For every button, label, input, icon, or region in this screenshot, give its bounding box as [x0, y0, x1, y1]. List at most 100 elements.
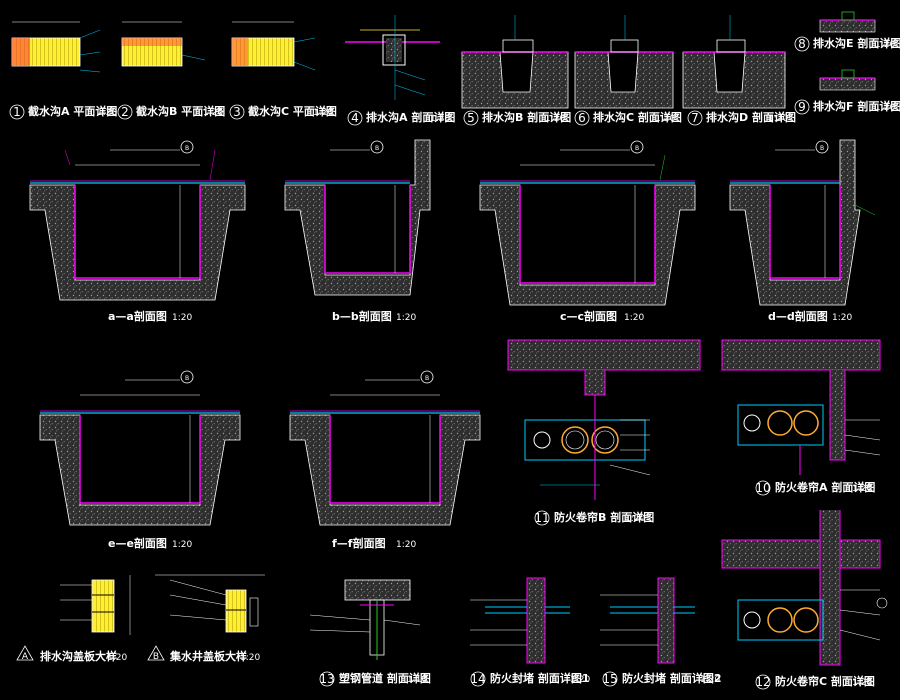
detail-4-section	[345, 15, 440, 100]
svg-text:4: 4	[351, 111, 359, 125]
svg-text:1:20: 1:20	[570, 675, 590, 685]
svg-text:1:20: 1:20	[396, 540, 416, 550]
svg-text:3: 3	[233, 105, 241, 119]
detail-label-1: 1 截水沟A 平面详图 1:20	[9, 104, 117, 120]
svg-text:集水井盖板大样: 集水井盖板大样	[169, 649, 247, 663]
svg-text:1:20: 1:20	[625, 514, 645, 524]
svg-text:B: B	[635, 145, 639, 152]
detail-label-10: 10 防火卷帘A 剖面详图 1:20	[755, 480, 875, 496]
detail-8-section	[819, 11, 876, 33]
svg-text:6: 6	[578, 111, 586, 125]
detail-14-section	[470, 577, 570, 664]
svg-text:15: 15	[602, 672, 617, 686]
svg-text:2: 2	[121, 105, 129, 119]
svg-text:1:20: 1:20	[107, 653, 127, 663]
svg-text:截水沟B 平面详图: 截水沟B 平面详图	[136, 104, 225, 118]
svg-text:防火封堵 剖面详图1: 防火封堵 剖面详图1	[490, 671, 589, 685]
svg-text:e—e剖面图: e—e剖面图	[108, 536, 167, 550]
detail-label-12: 12 防火卷帘C 剖面详图 1:20	[755, 674, 875, 690]
pit-label-a: a—a剖面图 1:20	[108, 309, 192, 323]
svg-text:f—f剖面图: f—f剖面图	[332, 536, 386, 550]
detail-15-section	[600, 577, 695, 664]
svg-text:防火卷帘C 剖面详图: 防火卷帘C 剖面详图	[775, 674, 875, 688]
svg-text:B: B	[153, 652, 159, 662]
pit-section-f: B	[289, 370, 481, 526]
svg-text:排水沟F 剖面详图: 排水沟F 剖面详图	[813, 99, 900, 113]
svg-text:b—b剖面图: b—b剖面图	[332, 309, 392, 323]
svg-text:14: 14	[470, 672, 485, 686]
svg-text:防火卷帘B 剖面详图: 防火卷帘B 剖面详图	[554, 510, 654, 524]
svg-text:1: 1	[13, 105, 21, 119]
svg-text:5: 5	[467, 111, 475, 125]
svg-text:B: B	[185, 145, 189, 152]
svg-text:10: 10	[755, 481, 770, 495]
svg-text:1:20: 1:20	[97, 108, 117, 118]
svg-text:1:20: 1:20	[430, 114, 450, 124]
svg-text:B: B	[820, 145, 824, 152]
detail-label-4: 4 排水沟A 剖面详图 1:20	[347, 110, 455, 126]
svg-text:1:20: 1:20	[240, 653, 260, 663]
svg-text:13: 13	[319, 672, 334, 686]
svg-text:1:20: 1:20	[852, 484, 872, 494]
detail-1-plan	[11, 21, 101, 73]
svg-text:1:20: 1:20	[545, 114, 565, 124]
detail-label-13: 13 塑钢管道 剖面详图 1:10	[319, 671, 431, 687]
detail-label-3: 3 截水沟C 平面详图 1:20	[229, 104, 337, 120]
detail-11-section	[507, 339, 701, 500]
svg-text:B: B	[425, 375, 429, 382]
pit-section-c: B	[479, 140, 696, 306]
svg-text:1:20: 1:20	[655, 114, 675, 124]
svg-text:防火卷帘A 剖面详图: 防火卷帘A 剖面详图	[775, 480, 875, 494]
detail-6-section	[574, 15, 674, 109]
detail-12-section	[721, 510, 888, 666]
svg-text:1:20: 1:20	[832, 313, 852, 323]
svg-text:排水沟盖板大样: 排水沟盖板大样	[40, 649, 117, 663]
svg-text:B: B	[375, 145, 379, 152]
detail-label-11: 11 防火卷帘B 剖面详图 1:20	[534, 510, 654, 526]
large-detail-a	[60, 575, 131, 635]
detail-13-section	[309, 579, 421, 660]
large-detail-b	[155, 574, 265, 633]
svg-text:9: 9	[798, 100, 806, 114]
detail-label-9: 9 排水沟F 剖面详图 1:20	[794, 99, 900, 115]
svg-text:排水沟A 剖面详图: 排水沟A 剖面详图	[366, 110, 455, 124]
svg-text:排水沟D 剖面详图: 排水沟D 剖面详图	[706, 110, 796, 124]
pit-section-b: B	[284, 139, 431, 296]
svg-text:12: 12	[755, 675, 770, 689]
svg-text:截水沟C 平面详图: 截水沟C 平面详图	[248, 104, 337, 118]
svg-text:7: 7	[691, 111, 699, 125]
svg-text:d—d剖面图: d—d剖面图	[768, 309, 828, 323]
pit-section-d: B	[729, 139, 876, 306]
svg-text:1:20: 1:20	[875, 103, 895, 113]
svg-text:1:10: 1:10	[407, 675, 427, 685]
pit-section-a: B	[29, 140, 246, 301]
detail-9-section	[819, 69, 876, 91]
svg-text:1:20: 1:20	[203, 108, 223, 118]
pit-section-e: B	[39, 370, 241, 526]
svg-text:c—c剖面图: c—c剖面图	[560, 309, 617, 323]
detail-2-plan	[121, 21, 206, 67]
detail-10-section	[721, 339, 881, 475]
svg-text:1:20: 1:20	[875, 40, 895, 50]
pit-label-f: f—f剖面图 1:20	[332, 536, 416, 550]
svg-text:1:20: 1:20	[624, 313, 644, 323]
detail-3-plan	[231, 21, 316, 71]
svg-text:排水沟E 剖面详图: 排水沟E 剖面详图	[813, 36, 900, 50]
detail-label-5: 5 排水沟B 剖面详图 1:20	[463, 110, 571, 126]
svg-text:排水沟C 剖面详图: 排水沟C 剖面详图	[593, 110, 682, 124]
detail-label-2: 2 截水沟B 平面详图 1:20	[117, 104, 225, 120]
svg-text:1:20: 1:20	[396, 313, 416, 323]
large-label-b: B 集水井盖板大样 1:20	[147, 645, 260, 663]
large-label-a: A 排水沟盖板大样 1:20	[16, 645, 127, 663]
svg-text:1:20: 1:20	[313, 108, 333, 118]
svg-text:8: 8	[798, 37, 806, 51]
detail-label-7: 7 排水沟D 剖面详图 1:20	[687, 110, 796, 126]
svg-text:1:20: 1:20	[172, 313, 192, 323]
detail-label-8: 8 排水沟E 剖面详图 1:20	[794, 36, 900, 52]
svg-text:1:20: 1:20	[768, 114, 788, 124]
pit-label-d: d—d剖面图 1:20	[768, 309, 852, 323]
svg-text:1:20: 1:20	[700, 675, 720, 685]
svg-text:B: B	[185, 375, 189, 382]
pit-label-b: b—b剖面图 1:20	[332, 309, 416, 323]
